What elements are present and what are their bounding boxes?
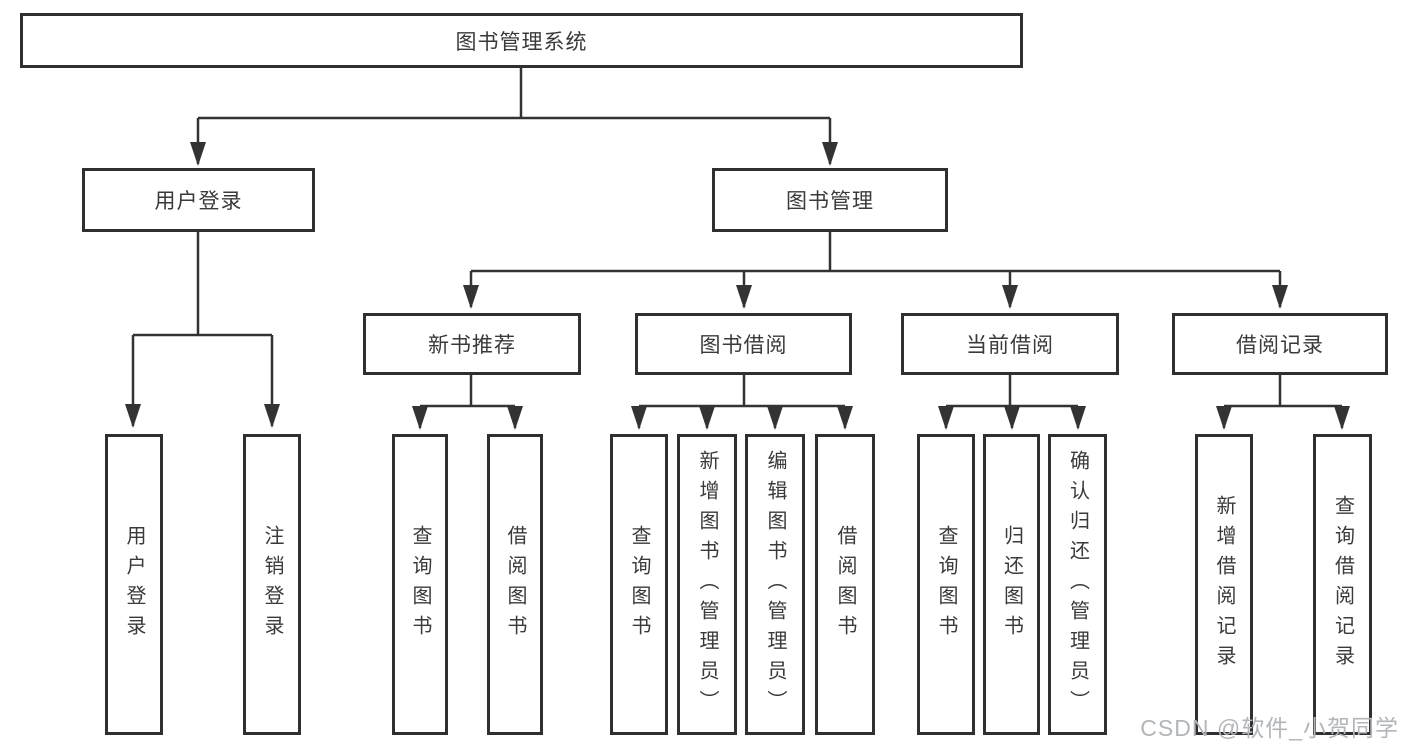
leaf-query-books-borrow: 查询图书 (610, 434, 668, 735)
node-user-login: 用户登录 (82, 168, 315, 232)
leaf-add-borrow-record: 新增借阅记录 (1195, 434, 1253, 735)
leaf-borrow-books: 借阅图书 (815, 434, 875, 735)
node-library-management-system: 图书管理系统 (20, 13, 1023, 68)
leaf-query-borrow-record: 查询借阅记录 (1313, 434, 1372, 735)
leaf-borrow-books-recommend: 借阅图书 (487, 434, 543, 735)
node-borrowing-records: 借阅记录 (1172, 313, 1388, 375)
node-current-borrowing: 当前借阅 (901, 313, 1119, 375)
node-new-book-recommendation: 新书推荐 (363, 313, 581, 375)
leaf-query-books-current: 查询图书 (917, 434, 975, 735)
node-book-management: 图书管理 (712, 168, 948, 232)
leaf-edit-book-admin: 编辑图书（管理员） (745, 434, 805, 735)
leaf-add-book-admin: 新增图书（管理员） (677, 434, 737, 735)
csdn-watermark: CSDN @软件_小贺同学 (1140, 715, 1399, 741)
node-book-borrowing: 图书借阅 (635, 313, 852, 375)
leaf-query-books-recommend: 查询图书 (392, 434, 448, 735)
leaf-logout: 注销登录 (243, 434, 301, 735)
leaf-confirm-return-admin: 确认归还（管理员） (1048, 434, 1107, 735)
leaf-return-books: 归还图书 (983, 434, 1040, 735)
leaf-user-login: 用户登录 (105, 434, 163, 735)
